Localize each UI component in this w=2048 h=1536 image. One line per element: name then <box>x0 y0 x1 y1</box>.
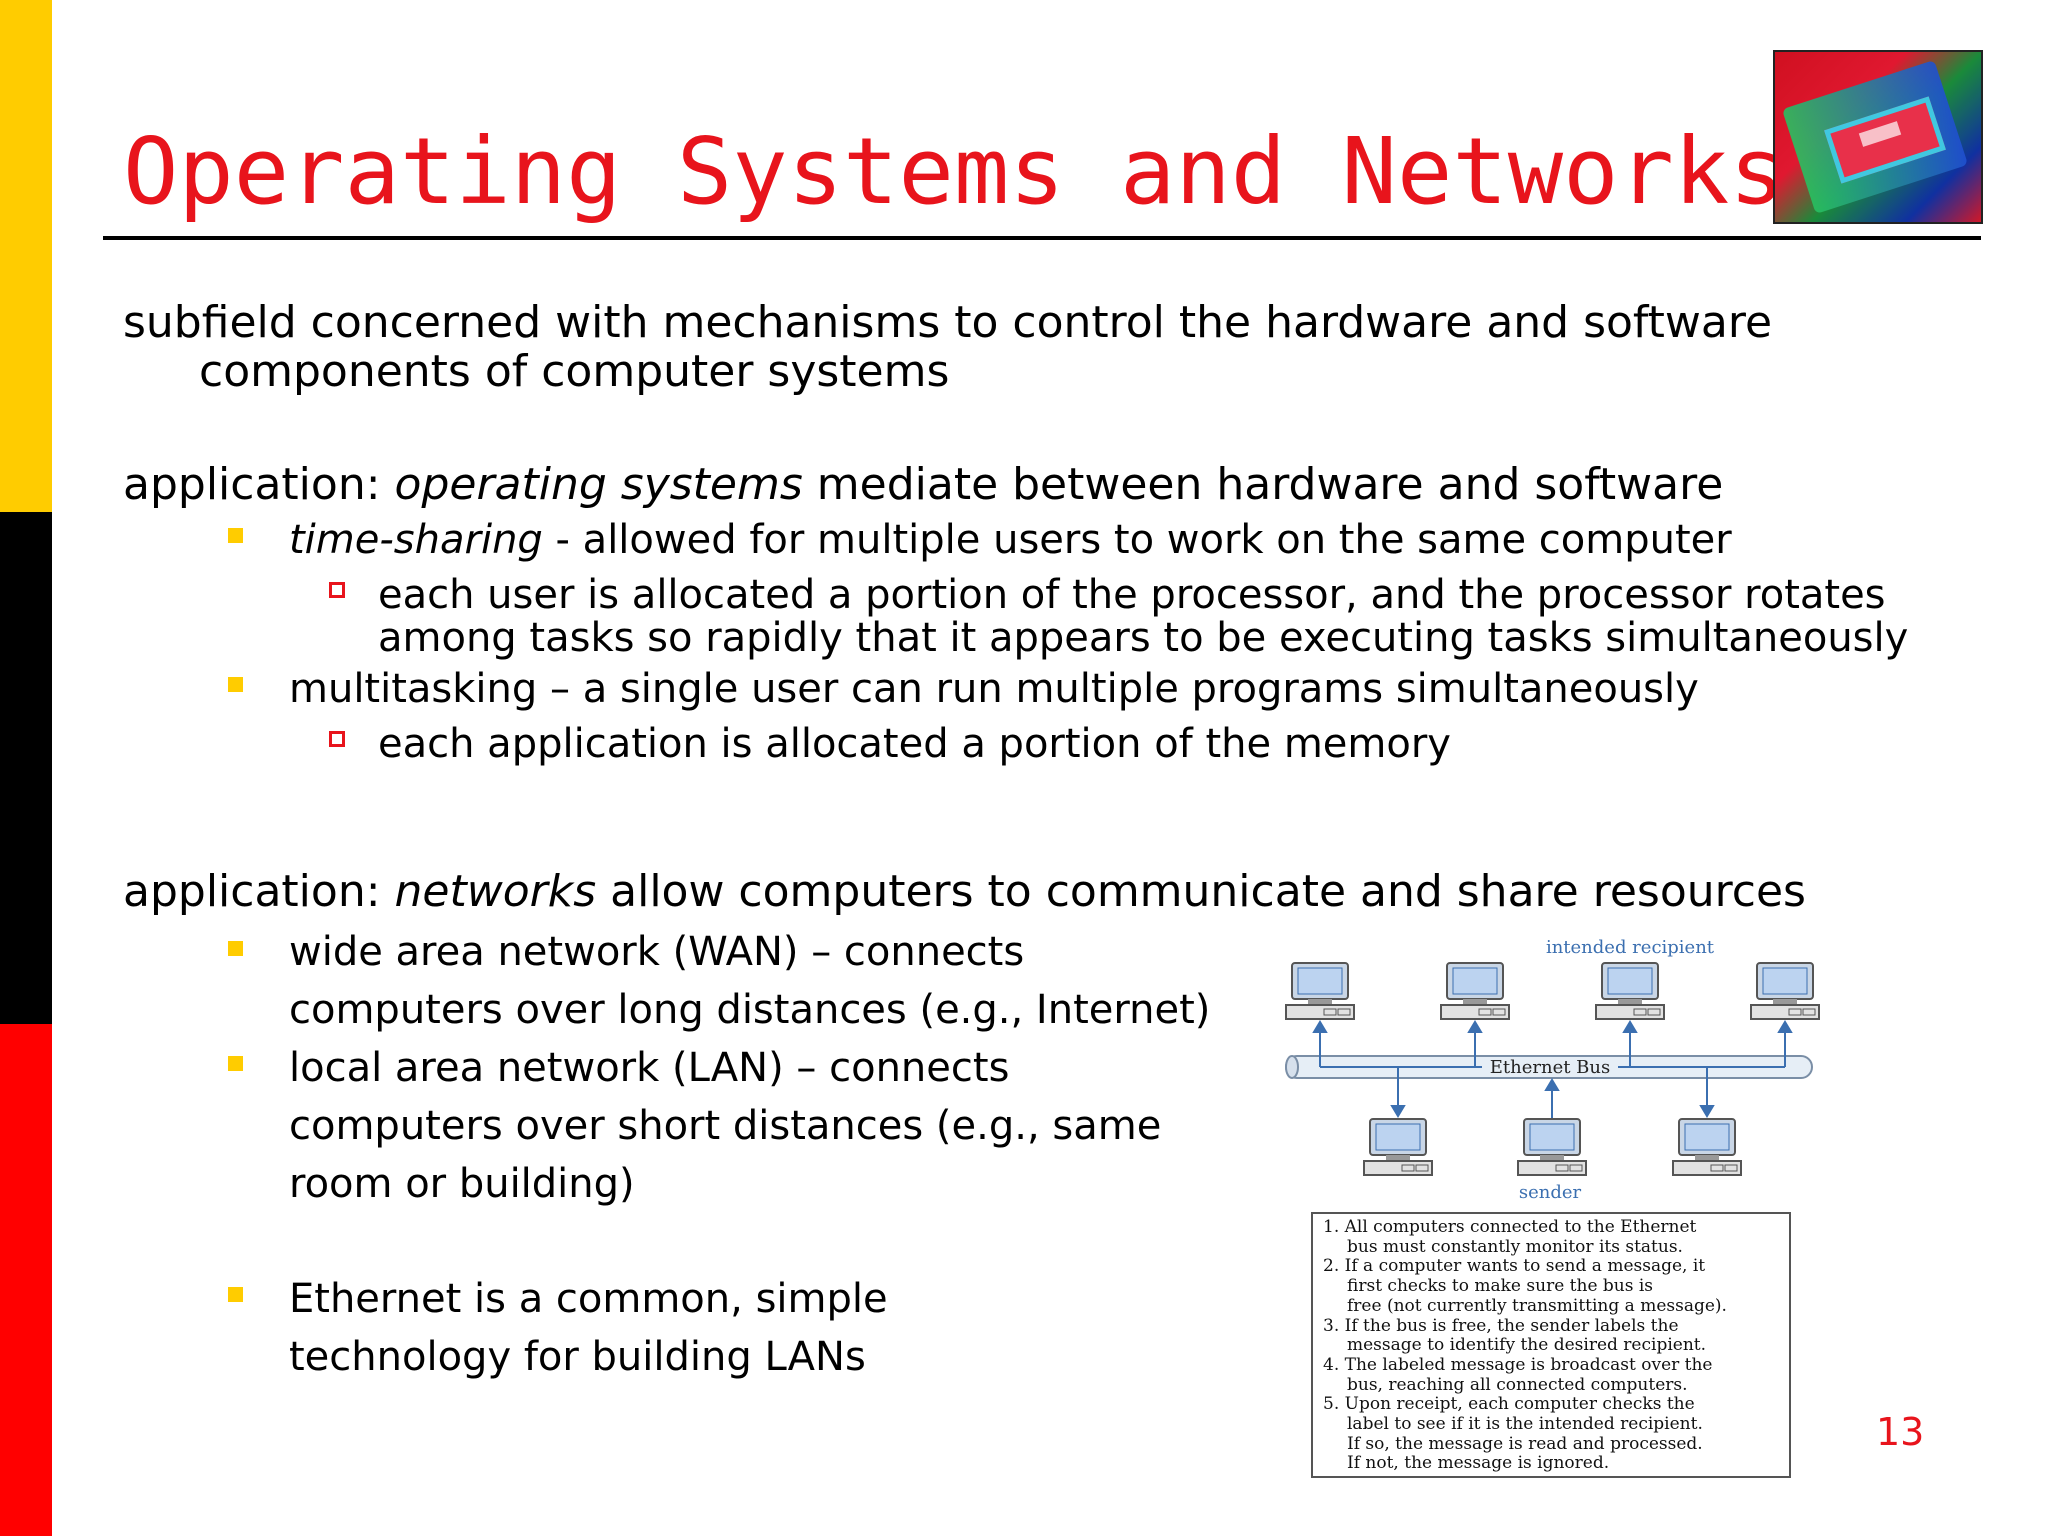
side-bar-red <box>0 1024 52 1536</box>
side-bar-black <box>0 512 52 1024</box>
bullet-emphasis: time-sharing <box>289 517 543 563</box>
label-intended-recipient: intended recipient <box>1546 937 1715 958</box>
bullet-lan-line3: room or building) <box>289 1161 635 1207</box>
para-rest: mediate between hardware and software <box>802 459 1724 510</box>
bullet-square-icon <box>228 941 243 956</box>
side-bar-yellow <box>0 0 52 512</box>
title-divider <box>103 236 1981 240</box>
bullet-multitasking: multitasking – a single user can run mul… <box>289 666 1699 712</box>
step-line: 5. Upon receipt, each computer checks th… <box>1323 1394 1695 1415</box>
step-line: 4. The labeled message is broadcast over… <box>1323 1354 1713 1375</box>
slide-title: Operating Systems and Networks <box>123 118 1785 225</box>
bullet-time-sharing: time-sharing - allowed for multiple user… <box>289 517 1732 563</box>
bullet-lan-line2: computers over short distances (e.g., sa… <box>289 1103 1162 1149</box>
sub-bullet-memory: each application is allocated a portion … <box>378 721 1451 767</box>
bullet-square-icon <box>228 1287 243 1302</box>
page-number: 13 <box>1876 1410 1925 1454</box>
step-line: bus, reaching all connected computers. <box>1347 1374 1688 1395</box>
para-operating-systems: application: operating systems mediate b… <box>123 460 1723 510</box>
step-line: free (not currently transmitting a messa… <box>1347 1295 1727 1316</box>
para-subfield-line1: subfield concerned with mechanisms to co… <box>123 297 1773 348</box>
label-sender: sender <box>1519 1182 1582 1203</box>
step-line: message to identify the desired recipien… <box>1347 1335 1707 1356</box>
bullet-wan-line2: computers over long distances (e.g., Int… <box>289 987 1211 1033</box>
bullet-ethernet-line2: technology for building LANs <box>289 1334 866 1380</box>
step-line: bus must constantly monitor its status. <box>1347 1236 1683 1257</box>
ethernet-steps-box: 1. All computers connected to the Ethern… <box>1311 1212 1791 1478</box>
para-networks: application: networks allow computers to… <box>123 867 1806 917</box>
bullet-square-icon <box>228 528 243 543</box>
para-emphasis: operating systems <box>394 459 803 510</box>
bullet-ethernet-line1: Ethernet is a common, simple <box>289 1276 888 1322</box>
sub-bullet-processor-line1: each user is allocated a portion of the … <box>378 572 1886 618</box>
bullet-rest: - allowed for multiple users to work on … <box>542 517 1732 563</box>
sub-bullet-square-icon <box>329 731 345 747</box>
label-ethernet-bus: Ethernet Bus <box>1490 1057 1610 1078</box>
step-line: 3. If the bus is free, the sender labels… <box>1323 1315 1679 1336</box>
sub-bullet-processor-line2: among tasks so rapidly that it appears t… <box>378 615 1909 661</box>
step-line: label to see if it is the intended recip… <box>1347 1414 1703 1435</box>
computer-icon <box>1672 1118 1742 1176</box>
bullet-lan-line1: local area network (LAN) – connects <box>289 1045 1010 1091</box>
computer-icon <box>1595 962 1665 1020</box>
para-rest: allow computers to communicate and share… <box>596 866 1806 917</box>
para-prefix: application: <box>123 459 395 510</box>
step-line: 2. If a computer wants to send a message… <box>1323 1256 1706 1277</box>
computer-icon <box>1363 1118 1433 1176</box>
computer-icon <box>1285 962 1355 1020</box>
computer-icon <box>1440 962 1510 1020</box>
bullet-wan-line1: wide area network (WAN) – connects <box>289 929 1025 975</box>
step-line: 1. All computers connected to the Ethern… <box>1323 1217 1697 1237</box>
para-prefix: application: <box>123 866 395 917</box>
bullet-square-icon <box>228 677 243 692</box>
step-line: If so, the message is read and processed… <box>1347 1433 1703 1454</box>
step-line: first checks to make sure the bus is <box>1347 1276 1654 1297</box>
computer-icon <box>1750 962 1820 1020</box>
step-line: If not, the message is ignored. <box>1347 1453 1610 1474</box>
sub-bullet-square-icon <box>329 582 345 598</box>
ethernet-bus-diagram: intended recipient Ethernet Bus sender <box>1285 937 1820 1203</box>
corner-logo-image <box>1773 50 1983 224</box>
para-subfield-line2: components of computer systems <box>199 346 950 397</box>
para-emphasis: networks <box>394 866 597 917</box>
bullet-square-icon <box>228 1056 243 1071</box>
computer-icon <box>1517 1118 1587 1176</box>
